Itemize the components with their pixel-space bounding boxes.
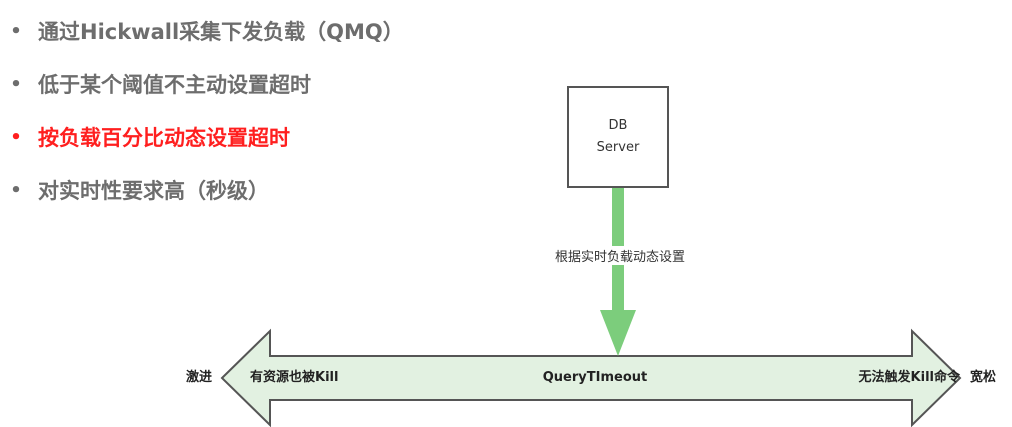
bullet-dot: • (10, 180, 22, 201)
bullet-text-1: 通过Hickwall采集下发负载（QMQ） (38, 20, 404, 44)
axis-right-inner-label: 无法触发Kill命令 (858, 370, 960, 385)
bullet-dot: • (10, 74, 22, 95)
axis-right-end-label: 宽松 (970, 370, 997, 385)
axis-left-inner-label: 有资源也被Kill (250, 370, 339, 385)
bullet-item-2: • 低于某个阈值不主动设置超时 (6, 67, 404, 120)
bullet-text-3: 按负载百分比动态设置超时 (38, 126, 290, 150)
bullet-item-3-highlighted: • 按负载百分比动态设置超时 (6, 120, 404, 173)
axis-left-end-label: 激进 (186, 370, 213, 385)
db-server-label-line1: DB (608, 118, 628, 133)
double-headed-axis-arrow (220, 328, 962, 427)
bullet-list: • 通过Hickwall采集下发负载（QMQ） • 低于某个阈值不主动设置超时 … (6, 14, 404, 226)
bullet-dot: • (10, 21, 22, 42)
db-server-box: DB Server (567, 86, 669, 188)
down-arrow-head (600, 310, 636, 356)
bullet-dot: • (10, 127, 22, 148)
down-arrow-label: 根据实时负载动态设置 (525, 246, 715, 265)
bullet-text-2: 低于某个阈值不主动设置超时 (38, 73, 311, 97)
db-server-label-line2: Server (596, 140, 640, 155)
bullet-item-1: • 通过Hickwall采集下发负载（QMQ） (6, 14, 404, 67)
bullet-text-4: 对实时性要求高（秒级） (38, 179, 269, 203)
bullet-item-4: • 对实时性要求高（秒级） (6, 173, 404, 226)
axis-center-label: QueryTImeout (542, 370, 648, 385)
